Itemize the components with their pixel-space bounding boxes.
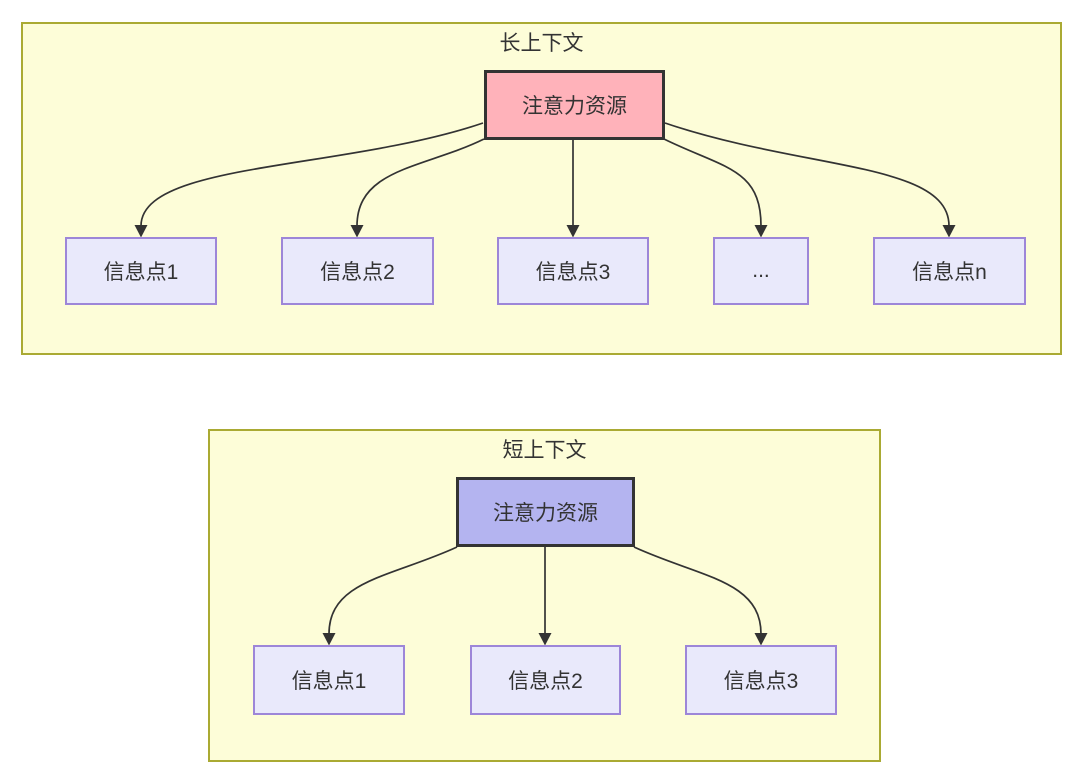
- long-info-point-ellipsis-label: ...: [752, 259, 770, 282]
- long-info-point-1-node: 信息点1: [65, 237, 217, 305]
- short-info-point-3-node: 信息点3: [685, 645, 837, 715]
- long-info-point-2-node: 信息点2: [281, 237, 434, 305]
- short-info-point-1-label: 信息点1: [291, 670, 367, 693]
- long-context-title: 长上下文: [499, 32, 584, 55]
- long-attention-resource-node: 注意力资源: [484, 70, 665, 140]
- long-info-point-ellipsis-node: ...: [713, 237, 809, 305]
- long-info-point-3-node: 信息点3: [497, 237, 649, 305]
- short-attention-resource-node: 注意力资源: [456, 477, 635, 547]
- short-info-point-3-label: 信息点3: [723, 670, 799, 693]
- long-info-point-2-label: 信息点2: [320, 261, 395, 284]
- short-attention-resource-label: 注意力资源: [493, 502, 598, 525]
- long-info-point-n-node: 信息点n: [873, 237, 1026, 305]
- short-info-point-2-node: 信息点2: [470, 645, 621, 715]
- long-attention-resource-label: 注意力资源: [522, 95, 627, 118]
- short-info-point-1-node: 信息点1: [253, 645, 405, 715]
- short-info-point-2-label: 信息点2: [508, 670, 583, 693]
- long-info-point-3-label: 信息点3: [535, 261, 611, 284]
- long-info-point-1-label: 信息点1: [103, 261, 179, 284]
- long-info-point-n-label: 信息点n: [912, 261, 987, 284]
- short-context-title: 短上下文: [502, 439, 587, 462]
